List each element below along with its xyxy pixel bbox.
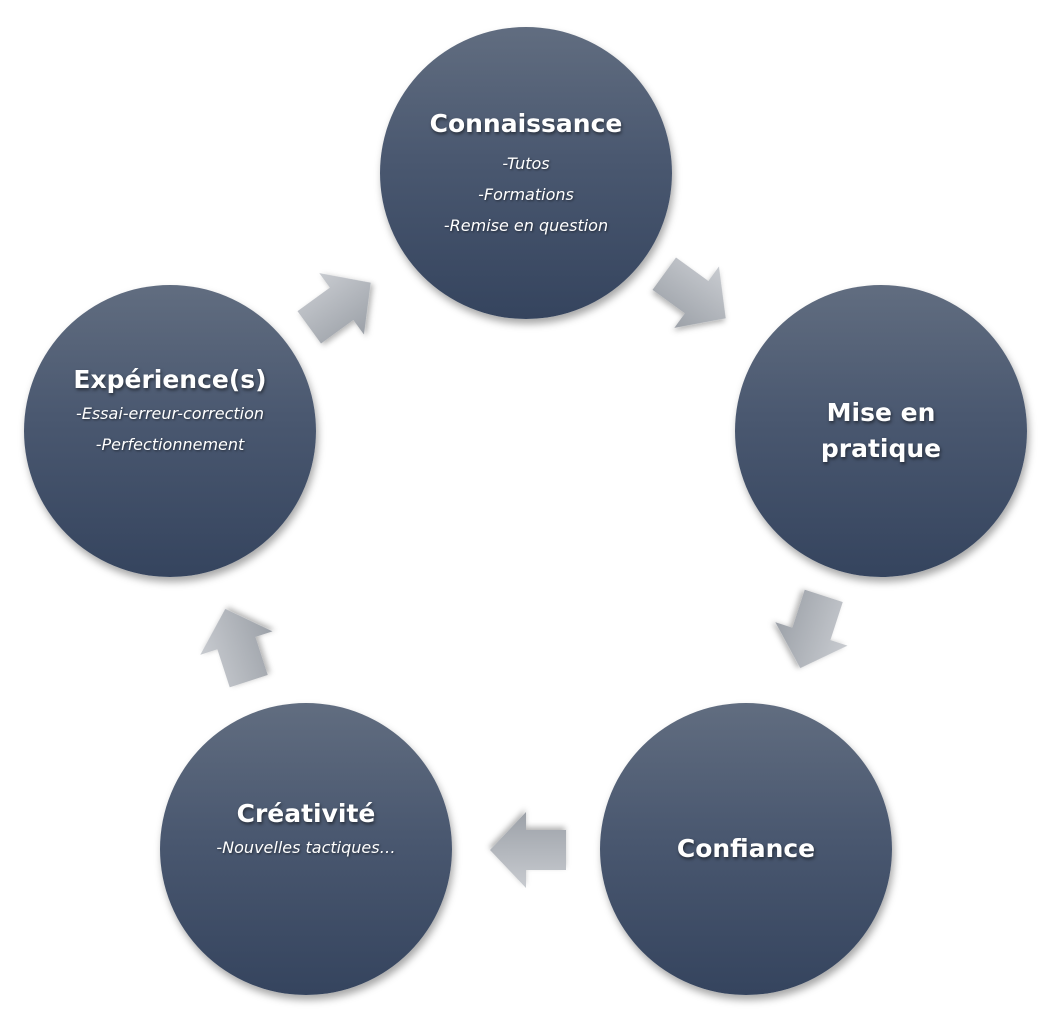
- node-confiance: Confiance: [600, 703, 892, 995]
- arrow-icon: [652, 257, 726, 328]
- node-title: Confiance: [676, 834, 816, 863]
- node-title: Créativité: [236, 798, 376, 828]
- node-title: Mise en pratique: [820, 398, 942, 463]
- node-mise-en-pratique: Mise en pratique: [735, 285, 1027, 577]
- arrow-icon: [200, 608, 273, 688]
- node-title: Expérience(s): [73, 365, 267, 394]
- arrow-icon: [775, 589, 848, 669]
- node-item: -Tutos: [502, 153, 550, 173]
- arrow-icon: [490, 812, 566, 888]
- node-connaissance: Connaissance -Tutos -Formations -Remise …: [380, 27, 672, 319]
- node-title: Connaissance: [429, 108, 623, 138]
- node-item: -Essai-erreur-correction: [75, 404, 265, 423]
- node-item: -Remise en question: [443, 215, 609, 235]
- node-item: -Nouvelles tactiques…: [216, 837, 396, 857]
- node-item: -Perfectionnement: [95, 435, 245, 454]
- arrow-icon: [297, 273, 371, 344]
- node-item: -Formations: [478, 184, 574, 204]
- node-creativite: Créativité -Nouvelles tactiques…: [160, 703, 452, 995]
- node-experience: Expérience(s) -Essai-erreur-correction -…: [24, 285, 316, 577]
